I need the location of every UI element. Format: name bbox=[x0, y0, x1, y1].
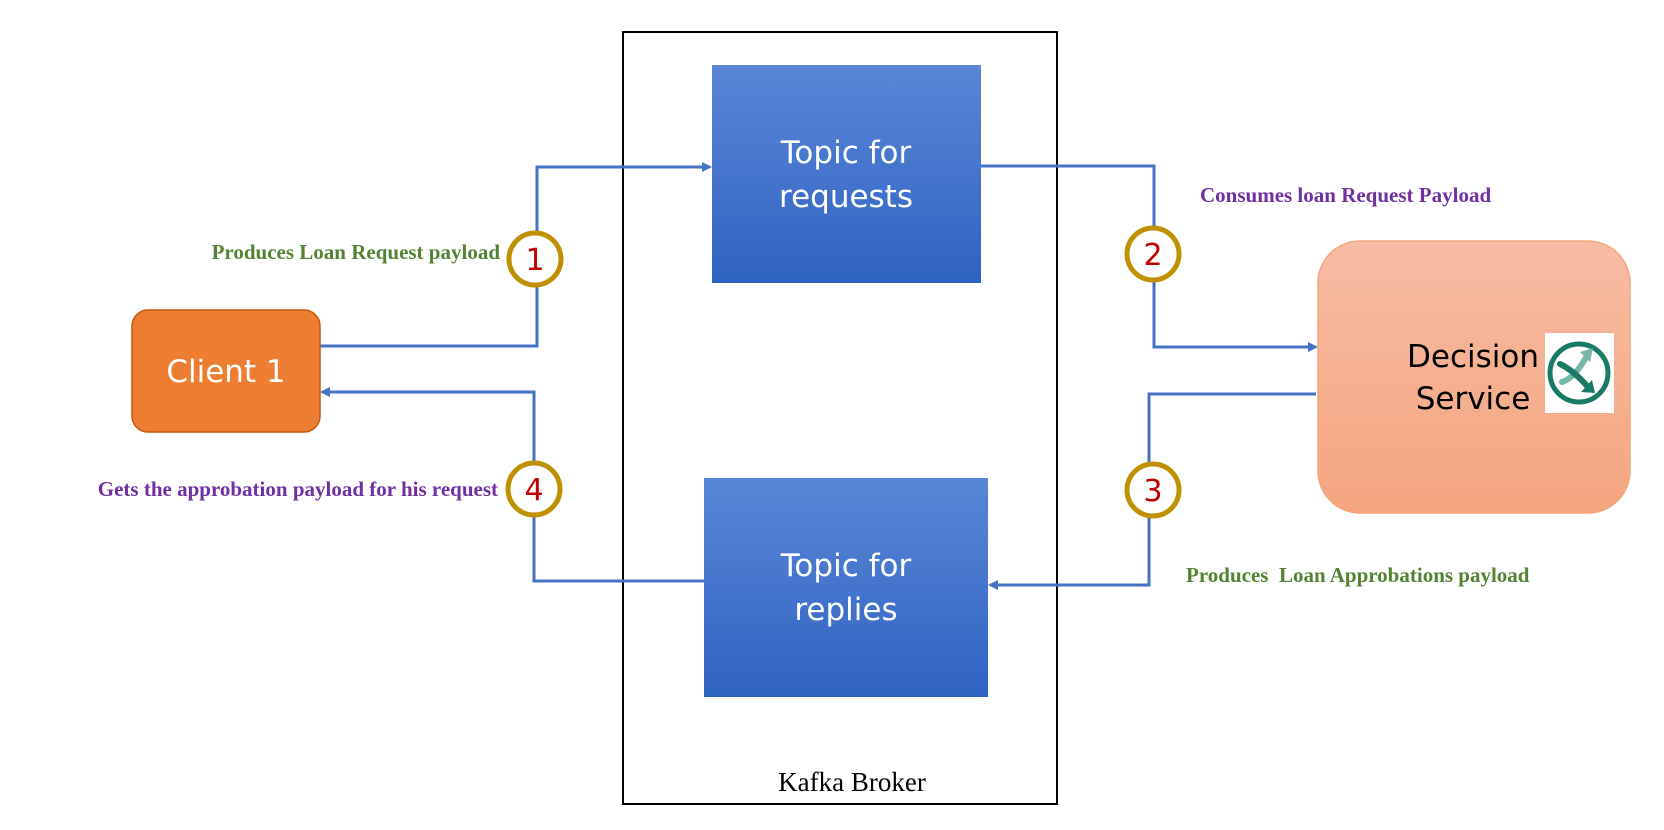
step-label-3: Produces Loan Approbations payload bbox=[1186, 563, 1530, 587]
step-number-4: 4 bbox=[524, 473, 543, 508]
step-marker-3: 3 bbox=[1124, 461, 1182, 519]
request-topic-line2: requests bbox=[779, 179, 913, 215]
decision-service-line1: Decision bbox=[1407, 339, 1539, 375]
step-label-2: Consumes loan Request Payload bbox=[1200, 183, 1491, 207]
step-number-3: 3 bbox=[1143, 474, 1162, 509]
reply-topic-line2: replies bbox=[794, 592, 897, 628]
decision-service-line2: Service bbox=[1416, 381, 1531, 417]
client-label: Client 1 bbox=[166, 354, 285, 390]
step-marker-2: 2 bbox=[1124, 225, 1182, 283]
step-marker-4: 4 bbox=[505, 460, 563, 518]
request-topic: Topic for requests bbox=[712, 65, 981, 283]
request-topic-line1: Topic for bbox=[780, 135, 912, 171]
reply-topic: Topic for replies bbox=[704, 478, 988, 697]
kafka-broker: Kafka Broker bbox=[622, 31, 1058, 805]
step-marker-1: 1 bbox=[506, 230, 564, 288]
client-node: Client 1 bbox=[131, 309, 321, 433]
reply-topic-line1: Topic for bbox=[780, 548, 912, 584]
kafka-broker-label: Kafka Broker bbox=[778, 767, 926, 797]
step-label-4: Gets the approbation payload for his req… bbox=[98, 477, 498, 501]
step-label-1: Produces Loan Request payload bbox=[212, 240, 501, 264]
step-number-1: 1 bbox=[525, 243, 544, 278]
step-number-2: 2 bbox=[1143, 238, 1162, 273]
decision-service-node: Decision Service bbox=[1317, 240, 1631, 514]
decision-logo-icon bbox=[1545, 333, 1614, 413]
